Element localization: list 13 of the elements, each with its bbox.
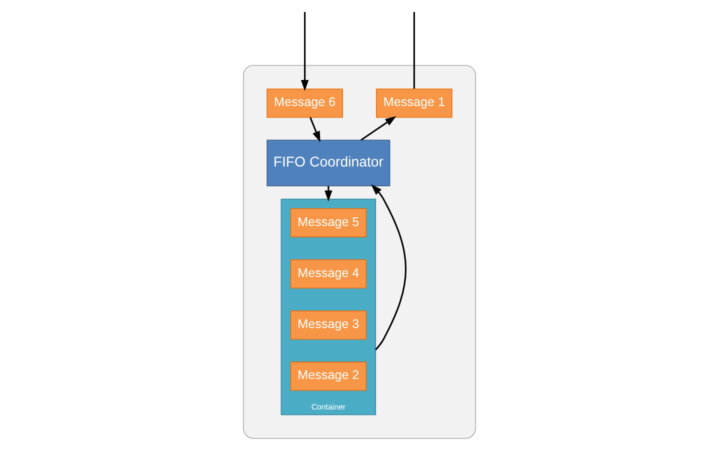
node-box: FIFO Coordinator [266, 140, 390, 186]
arrow [310, 117, 320, 142]
node-box: Message 2 [290, 362, 367, 391]
connector [413, 12, 415, 89]
arrow [300, 12, 309, 92]
node-box: Message 5 [290, 208, 367, 238]
node-box: Message 4 [290, 259, 367, 288]
node-box: Message 6 [266, 88, 343, 118]
node-box: Message 3 [290, 310, 367, 340]
cluster [243, 65, 476, 439]
arrow [371, 184, 407, 350]
node-box: Message 1 [376, 88, 452, 118]
arrow [360, 116, 396, 141]
